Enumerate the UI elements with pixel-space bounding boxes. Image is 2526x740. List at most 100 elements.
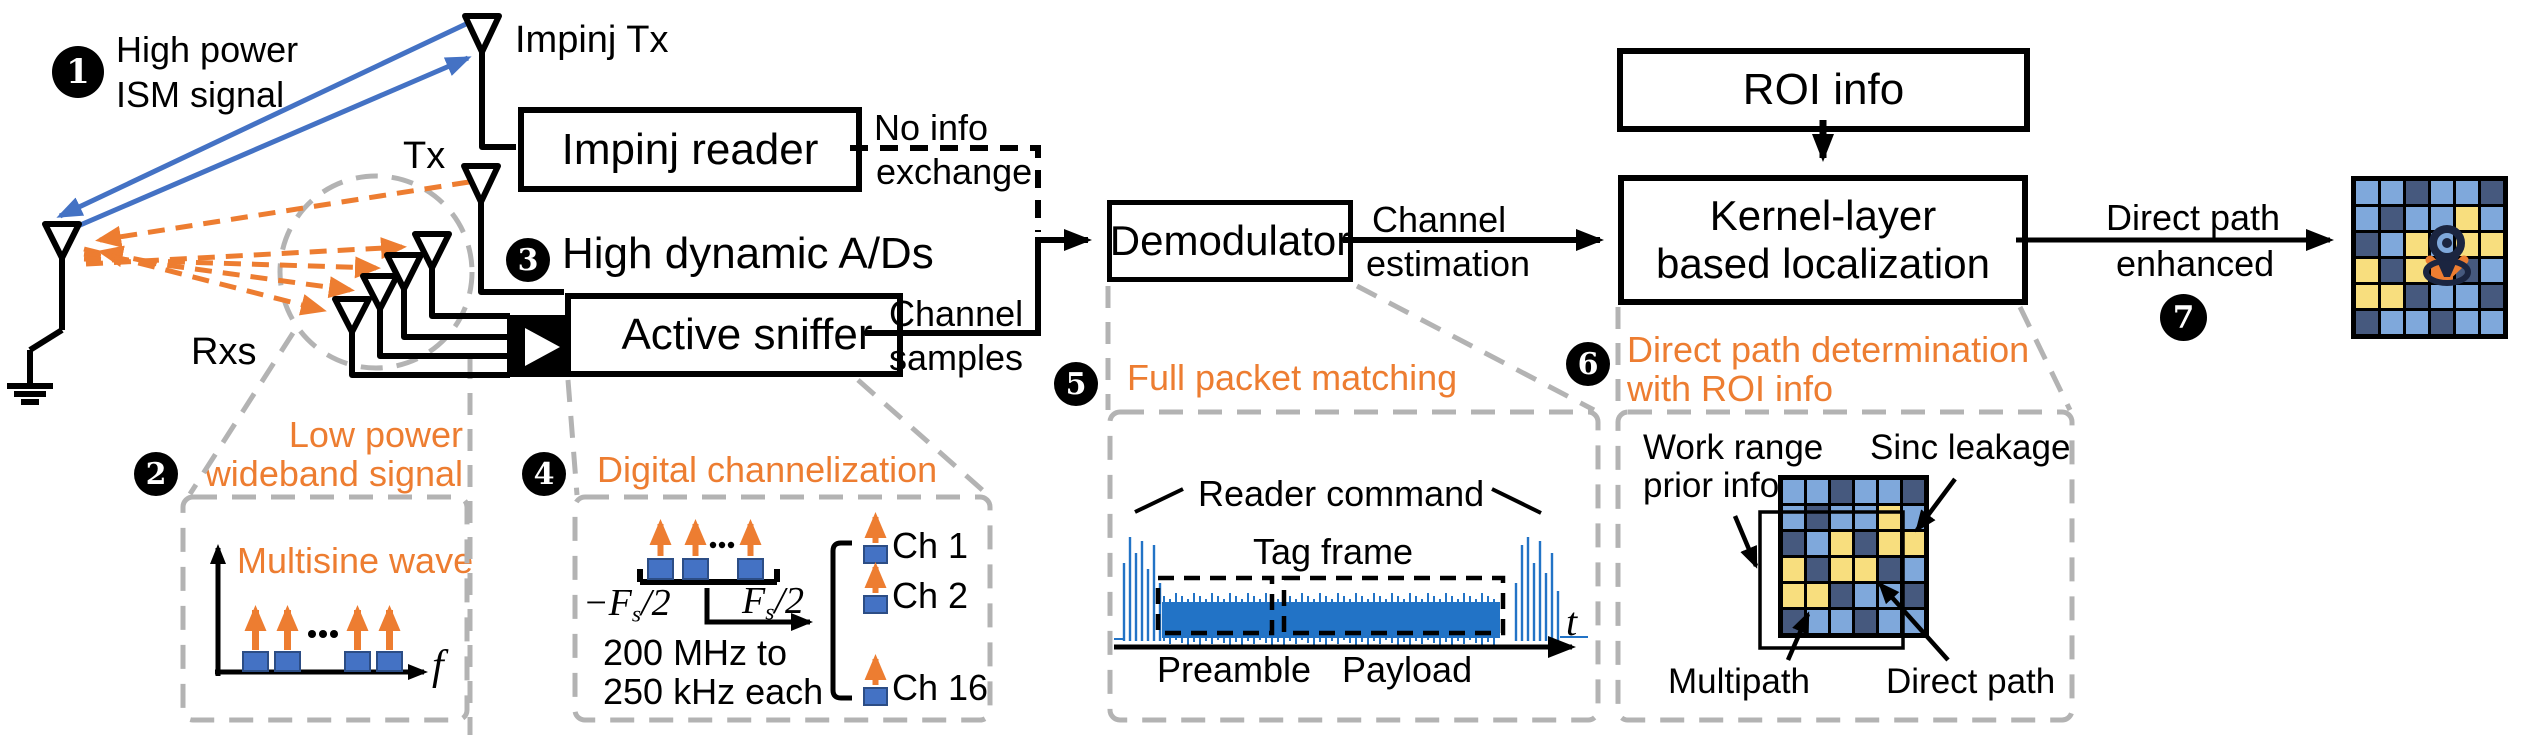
grid-cell bbox=[2406, 181, 2428, 204]
grid-cell bbox=[1807, 532, 1828, 555]
freq-max-sub: s bbox=[765, 599, 775, 626]
bandwidth-line2: 250 kHz each bbox=[603, 671, 824, 712]
tx-to-tag-link bbox=[95, 179, 470, 248]
freq-min-sub: s bbox=[631, 601, 642, 628]
impinj-reader-box: Impinj reader bbox=[518, 107, 862, 192]
grid-cell bbox=[1831, 506, 1852, 529]
grid-cell bbox=[1855, 584, 1876, 607]
grid-cell bbox=[1903, 532, 1924, 555]
step-badge-6: 6 bbox=[1566, 342, 1610, 386]
tag-frame-boxes bbox=[1155, 575, 1506, 636]
tag-receive-arrowhead bbox=[97, 245, 151, 268]
grid-cell bbox=[1879, 506, 1900, 529]
active-sniffer-box: Active sniffer bbox=[565, 293, 903, 377]
grid-cell bbox=[2456, 285, 2478, 308]
grid-cell bbox=[1783, 558, 1804, 581]
step-badge-3: 3 bbox=[506, 238, 550, 282]
grid-cell bbox=[1807, 506, 1828, 529]
grid-cell bbox=[2431, 259, 2453, 282]
sinc-leakage-label: Sinc leakage bbox=[1870, 428, 2071, 467]
grid-cell bbox=[1903, 480, 1924, 503]
panel2-title-line1: Low power bbox=[288, 414, 463, 455]
panel2-frame bbox=[180, 494, 470, 723]
grid-cell bbox=[1831, 558, 1852, 581]
backscatter-links bbox=[83, 179, 470, 316]
grid-cell bbox=[2481, 207, 2503, 230]
multisine-ellipsis-dots bbox=[308, 630, 338, 638]
panel5-title: Full packet matching bbox=[1127, 357, 1458, 398]
kernel-box-line2: based localization bbox=[1656, 240, 1990, 287]
grid-cell bbox=[2406, 311, 2428, 334]
grid-cell bbox=[1783, 584, 1804, 607]
direct-path-enhanced-line1: Direct path bbox=[2106, 197, 2281, 238]
grid-cell bbox=[2406, 233, 2428, 256]
grid-cell bbox=[1879, 532, 1900, 555]
channel-samples-line2: samples bbox=[889, 337, 1024, 378]
preamble-box bbox=[1155, 575, 1275, 636]
grid-cell bbox=[2406, 207, 2428, 230]
grid-cell bbox=[1831, 532, 1852, 555]
reader-command-label: Reader command bbox=[1198, 473, 1485, 514]
grid-cell bbox=[2406, 259, 2428, 282]
grid-cell bbox=[1783, 532, 1804, 555]
channel-bracket bbox=[830, 540, 852, 701]
grid-cell bbox=[1807, 584, 1828, 607]
grid-cell bbox=[1903, 506, 1924, 529]
grid-cell bbox=[1903, 610, 1924, 633]
tag-to-rx1-link bbox=[83, 246, 327, 316]
direct-path-label: Direct path bbox=[1886, 662, 2056, 701]
demodulator-box: Demodulator bbox=[1107, 200, 1353, 282]
grid-cell bbox=[1783, 480, 1804, 503]
work-range-label-line2: prior info bbox=[1643, 466, 1780, 505]
step-badge-5: 5 bbox=[1054, 362, 1098, 406]
no-info-exchange-line1: No info bbox=[874, 107, 989, 148]
grid-cell bbox=[2356, 207, 2378, 230]
tag-to-rx4-link bbox=[85, 237, 407, 267]
grid-cell bbox=[1831, 584, 1852, 607]
grid-cell bbox=[2456, 311, 2478, 334]
grid-cell bbox=[2381, 233, 2403, 256]
channel-estimation-line2: estimation bbox=[1366, 243, 1531, 284]
freq-max-rest: /2 bbox=[774, 580, 804, 622]
channel-2-label: Ch 2 bbox=[892, 575, 969, 616]
grid-cell bbox=[2356, 181, 2378, 204]
grid-cell bbox=[1783, 610, 1804, 633]
grid-cell bbox=[1879, 480, 1900, 503]
time-axis-label: t bbox=[1566, 599, 1578, 644]
grid-cell bbox=[1807, 480, 1828, 503]
grid-cell bbox=[2481, 233, 2503, 256]
step-badge-7: 7 bbox=[2160, 294, 2207, 341]
tag-frame-label: Tag frame bbox=[1253, 531, 1414, 572]
result-heatmap-grid bbox=[2351, 176, 2508, 339]
grid-cell bbox=[2481, 259, 2503, 282]
step-badge-4: 4 bbox=[522, 452, 566, 496]
step3-label: High dynamic A/Ds bbox=[562, 229, 934, 278]
multisine-tone-arrows bbox=[244, 605, 401, 650]
tag-antenna-icon bbox=[7, 221, 82, 405]
channel-estimation-line1: Channel bbox=[1372, 199, 1507, 240]
panel4-title: Digital channelization bbox=[597, 449, 938, 490]
freq-min-label: −Fs/2 bbox=[583, 581, 671, 637]
grid-cell bbox=[1855, 558, 1876, 581]
spectrum-arrows bbox=[649, 519, 762, 556]
impinj-tx-antenna-label: Impinj Tx bbox=[515, 19, 669, 61]
grid-cell bbox=[2456, 207, 2478, 230]
impinj-tx-antenna-icon bbox=[462, 13, 516, 150]
grid-cell bbox=[1783, 506, 1804, 529]
grid-cell bbox=[2356, 259, 2378, 282]
preamble-label: Preamble bbox=[1157, 649, 1312, 690]
grid-cell bbox=[2431, 233, 2453, 256]
panel6-title-line2: with ROI info bbox=[1627, 368, 1834, 409]
grid-cell bbox=[2381, 311, 2403, 334]
freq-max-label: Fs/2 bbox=[742, 579, 804, 635]
channel-squares bbox=[863, 545, 888, 706]
grid-cell bbox=[1879, 558, 1900, 581]
frequency-axis-label: f bbox=[432, 643, 444, 689]
grid-cell bbox=[2481, 181, 2503, 204]
grid-cell bbox=[2356, 233, 2378, 256]
grid-cell bbox=[1831, 610, 1852, 633]
bandwidth-line1: 200 MHz to bbox=[603, 632, 788, 673]
freq-min-base: −F bbox=[583, 582, 632, 624]
grid-cell bbox=[1903, 584, 1924, 607]
